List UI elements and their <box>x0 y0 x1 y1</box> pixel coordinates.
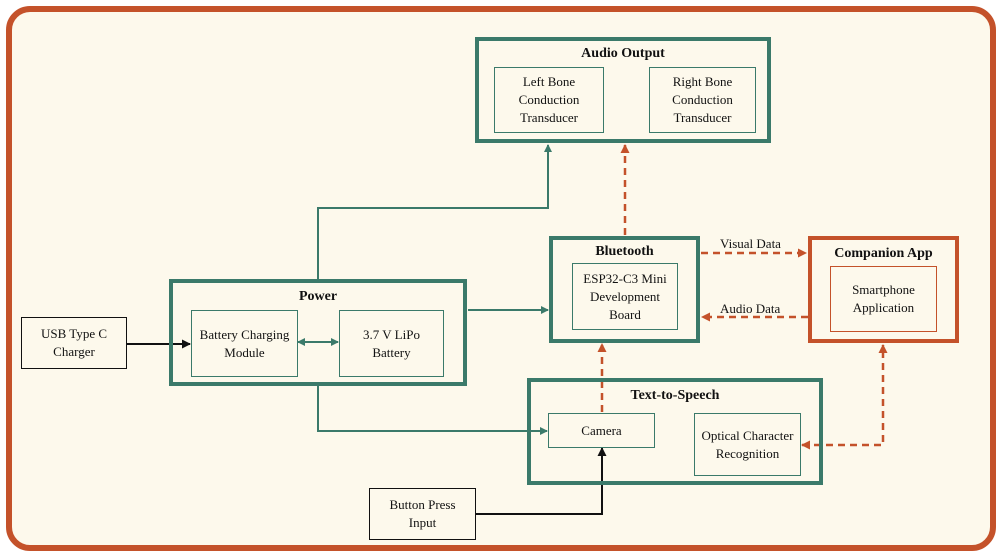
lipo-battery-label: 3.7 V LiPo Battery <box>363 326 420 360</box>
edge-power-to-audio <box>317 144 552 281</box>
audio-output-title: Audio Output <box>581 46 665 61</box>
usb-charger-node: USB Type C Charger <box>21 317 127 369</box>
button-input-label: Button Press Input <box>389 497 456 530</box>
lipo-battery-node: 3.7 V LiPo Battery <box>339 310 444 377</box>
smartphone-app-label: Smartphone Application <box>852 282 915 315</box>
battery-charging-module-node: Battery Charging Module <box>191 310 298 377</box>
right-transducer-node: Right Bone Conduction Transducer <box>649 67 756 133</box>
companion-app-group: Companion App <box>808 236 959 343</box>
ocr-label: Optical Character Recognition <box>701 427 794 461</box>
edge-ocr-companion <box>801 344 888 450</box>
visual-data-label: Visual Data <box>720 236 781 251</box>
edge-power-to-camera <box>317 386 548 435</box>
left-transducer-label: Left Bone Conduction Transducer <box>518 74 580 125</box>
battery-charging-module-label: Battery Charging Module <box>199 326 290 360</box>
audio-output-group: Audio Output <box>475 37 771 143</box>
audio-data-label: Audio Data <box>720 301 781 316</box>
power-group: Power <box>169 279 467 386</box>
bluetooth-group: Bluetooth <box>549 236 700 343</box>
left-transducer-node: Left Bone Conduction Transducer <box>494 67 604 133</box>
esp32-board-node: ESP32-C3 Mini Development Board <box>572 263 678 330</box>
diagram-frame <box>6 6 996 551</box>
smartphone-app-node: Smartphone Application <box>830 266 937 332</box>
text-to-speech-title: Text-to-Speech <box>630 388 720 403</box>
right-transducer-label: Right Bone Conduction Transducer <box>672 74 733 125</box>
power-title: Power <box>298 289 338 304</box>
edge-button-to-camera <box>476 447 607 515</box>
camera-label: Camera <box>581 422 622 438</box>
esp32-board-label: ESP32-C3 Mini Development Board <box>583 270 667 322</box>
button-input-node: Button Press Input <box>369 488 476 540</box>
camera-node: Camera <box>548 413 655 448</box>
text-to-speech-group: Text-to-Speech <box>527 378 823 485</box>
bluetooth-title: Bluetooth <box>595 244 654 259</box>
ocr-node: Optical Character Recognition <box>694 413 801 476</box>
usb-charger-label: USB Type C Charger <box>40 326 108 359</box>
companion-app-title: Companion App <box>834 246 933 261</box>
